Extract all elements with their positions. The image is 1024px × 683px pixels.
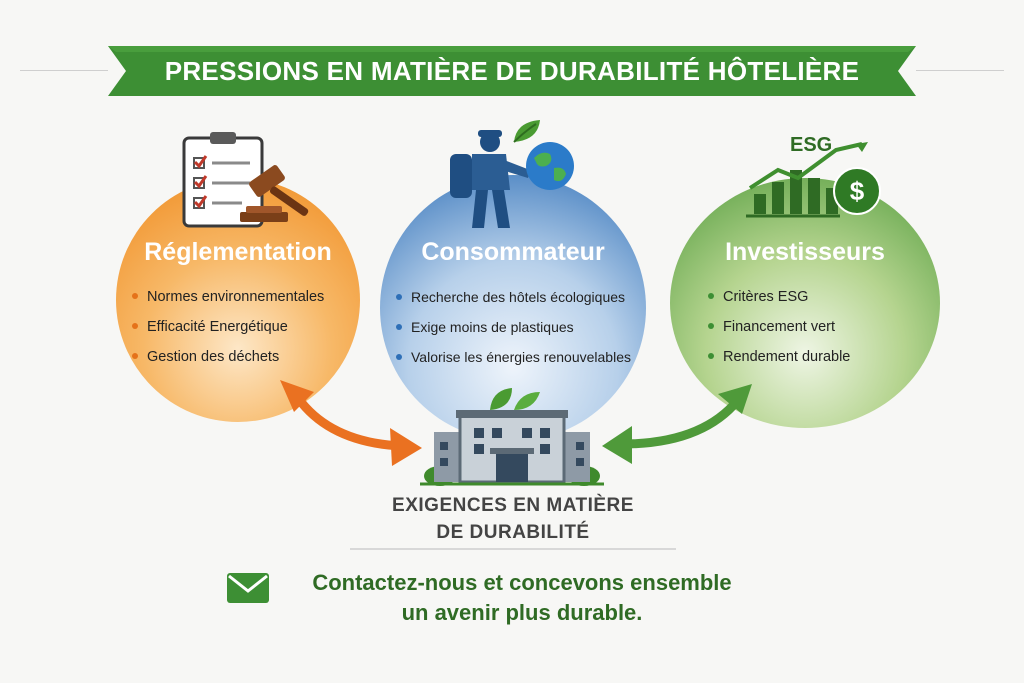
title-banner	[108, 46, 916, 96]
list-item: Normes environnementales	[132, 282, 324, 312]
bullet-icon	[132, 353, 138, 360]
bullet-icon	[708, 293, 714, 300]
pillar-investors-list: Critères ESG Financement vert Rendement …	[708, 282, 850, 372]
bullet-icon	[708, 353, 714, 360]
bullet-icon	[708, 323, 714, 330]
title-rule-right	[916, 70, 1004, 71]
list-item: Gestion des déchets	[132, 342, 324, 372]
center-divider	[350, 548, 676, 550]
pillar-investors-title: Investisseurs	[725, 238, 885, 266]
gavel-icon	[240, 165, 309, 222]
list-item: Financement vert	[708, 312, 850, 342]
hotel-icon	[420, 388, 604, 486]
title-rule-left	[20, 70, 108, 71]
pillar-regulation-list: Normes environnementales Efficacité Ener…	[132, 282, 324, 372]
arrow-regulation-icon	[280, 380, 422, 466]
pillar-consumer-list: Recherche des hôtels écologiques Exige m…	[396, 282, 631, 372]
traveler-icon	[450, 130, 530, 228]
esg-label: ESG	[790, 134, 833, 156]
chart-icon	[746, 142, 868, 218]
list-item: Efficacité Energétique	[132, 312, 324, 342]
page-title: PRESSIONS EN MATIÈRE DE DURABILITÉ HÔTEL…	[164, 56, 860, 86]
arrow-investors-icon	[602, 384, 752, 464]
contact-cta[interactable]: Contactez-nous et concevons ensemble un …	[312, 570, 732, 625]
bullet-icon	[396, 324, 402, 331]
globe-icon	[526, 142, 574, 190]
center-label: EXIGENCES EN MATIÈRE DE DURABILITÉ	[392, 495, 634, 543]
dollar-icon: $	[833, 167, 881, 215]
clipboard-icon	[182, 132, 264, 228]
pillar-investors-circle	[670, 178, 940, 428]
list-item: Critères ESG	[708, 282, 850, 312]
leaf-icon	[513, 120, 540, 143]
list-item: Rendement durable	[708, 342, 850, 372]
list-item: Recherche des hôtels écologiques	[396, 282, 631, 312]
bullet-icon	[132, 323, 138, 330]
list-item: Valorise les énergies renouvelables	[396, 342, 631, 372]
bullet-icon	[132, 293, 138, 300]
pillar-regulation-title: Réglementation	[144, 238, 332, 266]
envelope-icon[interactable]	[226, 572, 270, 604]
pillar-consumer-circle	[380, 175, 646, 441]
svg-text:$: $	[850, 176, 865, 206]
bullet-icon	[396, 294, 402, 301]
bullet-icon	[396, 354, 402, 361]
pillar-consumer-title: Consommateur	[421, 238, 605, 266]
list-item: Exige moins de plastiques	[396, 312, 631, 342]
